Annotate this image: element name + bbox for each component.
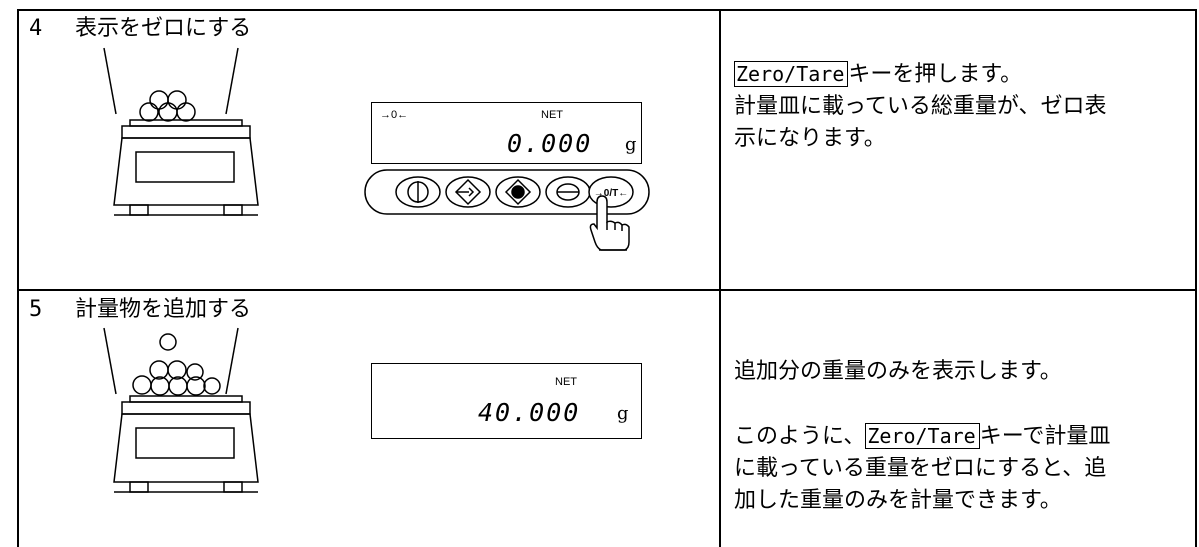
weight-display: NET 40.000 g [371,363,642,439]
step-title: 表示をゼロにする [75,16,252,41]
desc-line-2: 計量皿に載っている総重量が、ゼロ表 [734,94,1107,119]
weight-readout: 40.000 [478,398,581,427]
desc-line-4: 加した重量のみを計量できます。 [734,488,1062,513]
net-indicator: NET [555,376,577,388]
desc-line-2b: キーで計量皿 [979,424,1111,449]
zero-tare-key-ref: Zero/Tare [865,423,980,449]
zero-indicator: →0← [380,109,409,121]
desc-line-3: に載っている重量をゼロにすると、追 [734,456,1107,481]
balance-scale-icon [103,327,259,493]
desc-line-2a: このように、 [734,424,866,449]
step-number: 5 [29,297,43,322]
pressing-finger-icon [589,195,630,251]
unit-label: g [617,403,629,424]
zero-tare-key-ref: Zero/Tare [734,61,849,87]
step-5-description-line-1: 追加分の重量のみを表示します。 [734,359,1062,384]
row-divider [17,289,1197,291]
weight-display: →0← NET 0.000 g [371,102,642,164]
column-divider [719,9,721,547]
unit-label: g [625,134,637,155]
weight-readout: 0.000 [507,129,593,158]
step-5-heading: 5 計量物を追加する [29,297,251,323]
zero-tare-key-label: →0/T← [594,188,628,199]
step-4-heading: 4 表示をゼロにする [29,16,251,42]
keypad-icon: →0/T← [364,169,650,251]
step-number: 4 [29,16,43,41]
balance-scale-icon [103,47,259,216]
desc-line-3: 示になります。 [734,126,886,151]
step-title: 計量物を追加する [75,297,252,322]
net-indicator: NET [541,109,563,121]
desc-line-1: キーを押します。 [848,62,1023,87]
procedure-table [17,9,1197,547]
